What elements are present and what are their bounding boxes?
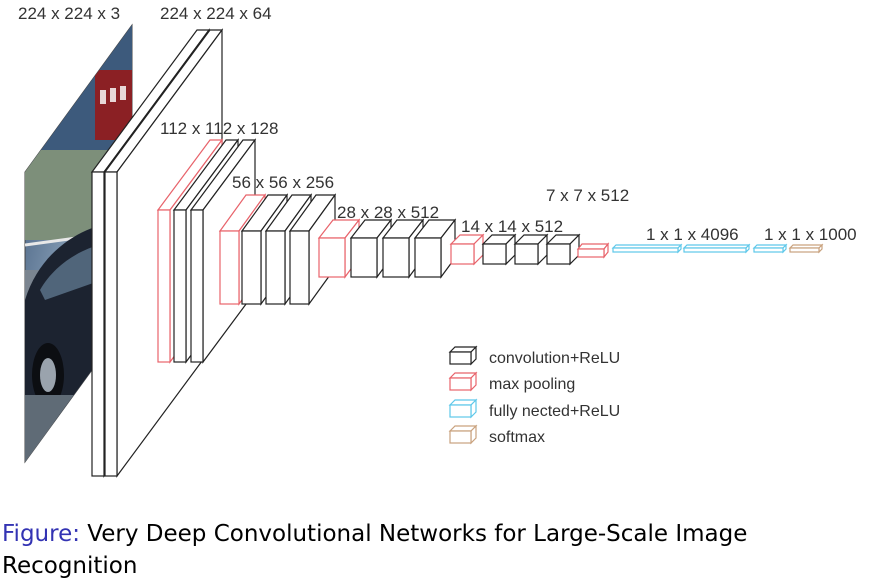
legend-fc-icon xyxy=(448,398,478,419)
legend-conv-label: convolution+ReLU xyxy=(489,350,620,367)
block-5 xyxy=(449,233,581,266)
legend xyxy=(448,345,478,445)
pool5-dim-label: 7 x 7 x 512 xyxy=(546,186,629,205)
fc-layers xyxy=(611,243,788,254)
legend-softmax-label: softmax xyxy=(489,429,545,446)
block-4 xyxy=(317,218,457,279)
block-3 xyxy=(218,193,337,306)
softmax-dim-label: 1 x 1 x 1000 xyxy=(764,225,857,244)
fc-dim-label: 1 x 1 x 4096 xyxy=(646,225,739,244)
block4-dim-label: 28 x 28 x 512 xyxy=(337,203,439,222)
block3-dim-label: 56 x 56 x 256 xyxy=(232,173,334,192)
block2-dim-label: 112 x 112 x 128 xyxy=(160,119,278,138)
legend-pool-icon xyxy=(448,371,478,392)
pool-layer-4 xyxy=(449,233,485,266)
legend-pool-label: max pooling xyxy=(489,376,575,393)
vgg16-architecture-diagram: 224 x 224 x 3 224 x 224 x 64 112 x 112 x… xyxy=(18,4,857,478)
figure-caption: Figure: Very Deep Convolutional Networks… xyxy=(2,518,872,582)
caption-prefix: Figure: xyxy=(2,521,80,547)
block-2 xyxy=(156,138,257,364)
caption-text: Very Deep Convolutional Networks for Lar… xyxy=(2,521,748,579)
conv-layer-5-2 xyxy=(513,233,549,266)
block1-dim-label: 224 x 224 x 64 xyxy=(160,4,272,23)
fc-layer-2 xyxy=(682,243,751,254)
softmax-layer xyxy=(788,243,824,254)
legend-softmax-icon xyxy=(448,424,478,445)
legend-conv-icon xyxy=(448,345,478,366)
fc-layer-1 xyxy=(611,243,683,254)
block5-dim-label: 14 x 14 x 512 xyxy=(461,217,563,236)
pool-layer-5 xyxy=(576,242,610,259)
conv-layer-5-1 xyxy=(481,233,517,266)
fc-layer-3 xyxy=(752,243,788,254)
input-dim-label: 224 x 224 x 3 xyxy=(18,4,120,23)
legend-fc-label: fully nected+ReLU xyxy=(489,403,620,420)
conv-layer-5-3 xyxy=(545,233,581,266)
